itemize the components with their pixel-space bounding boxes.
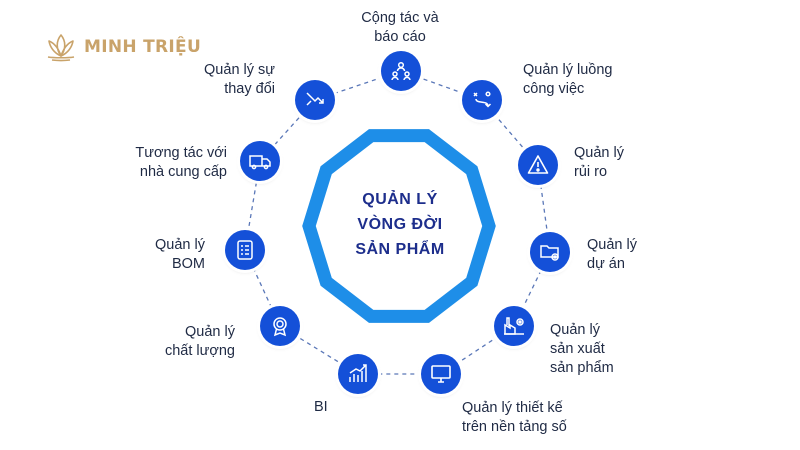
node-risk[interactable] <box>518 145 558 185</box>
label-workflow: Quản lý luồng công việc <box>523 62 613 97</box>
label-risk: Quản lý rủi ro <box>574 145 624 180</box>
label-bom: Quản lý BOM <box>155 237 205 272</box>
node-digital-design[interactable] <box>421 354 461 394</box>
folder-gear-icon <box>540 245 559 261</box>
node-bom[interactable] <box>225 230 265 270</box>
label-supplier: Tương tác với nhà cung cấp <box>135 145 227 180</box>
warning-triangle-icon <box>527 155 549 174</box>
lotus-logo-icon <box>47 34 75 62</box>
label-digital-design: Quản lý thiết kế trên nền tảng số <box>462 400 567 435</box>
node-project[interactable] <box>530 232 570 272</box>
node-supplier[interactable] <box>240 141 280 181</box>
factory-gear-icon <box>504 317 524 335</box>
workflow-path-icon <box>473 91 492 108</box>
center-decagon-frame <box>302 129 496 323</box>
quality-badge-icon <box>273 317 287 337</box>
bar-chart-growth-icon <box>349 364 367 382</box>
node-collaboration-reporting[interactable] <box>381 51 421 91</box>
node-quality[interactable] <box>260 306 300 346</box>
label-quality: Quản lý chất lượng <box>164 324 235 359</box>
center-title-line-1: QUẢN LÝ <box>362 191 438 208</box>
change-arrows-icon <box>306 92 324 106</box>
list-document-icon <box>237 240 253 260</box>
center-title-line-2: VÒNG ĐỜI <box>357 216 443 233</box>
node-workflow[interactable] <box>462 80 502 120</box>
team-collaboration-icon <box>391 61 411 81</box>
label-project: Quản lý dự án <box>587 237 637 272</box>
center-title: QUẢN LÝ VÒNG ĐỜI SẢN PHẨM <box>300 187 500 262</box>
monitor-icon <box>431 365 451 383</box>
label-change: Quản lý sự thay đổi <box>204 62 275 97</box>
brand-name: MINH TRIỆU <box>84 37 202 57</box>
brand-logo: MINH TRIỆU <box>44 30 201 64</box>
delivery-truck-icon <box>249 155 271 170</box>
label-collaboration-reporting: Cộng tác và báo cáo <box>361 10 439 45</box>
label-bi: BI <box>314 399 328 415</box>
node-change[interactable] <box>295 80 335 120</box>
label-production: Quản lý sản xuất sản phẩm <box>550 322 614 376</box>
center-title-line-3: SẢN PHẨM <box>355 241 445 258</box>
node-production[interactable] <box>494 306 534 346</box>
node-bi[interactable] <box>338 354 378 394</box>
